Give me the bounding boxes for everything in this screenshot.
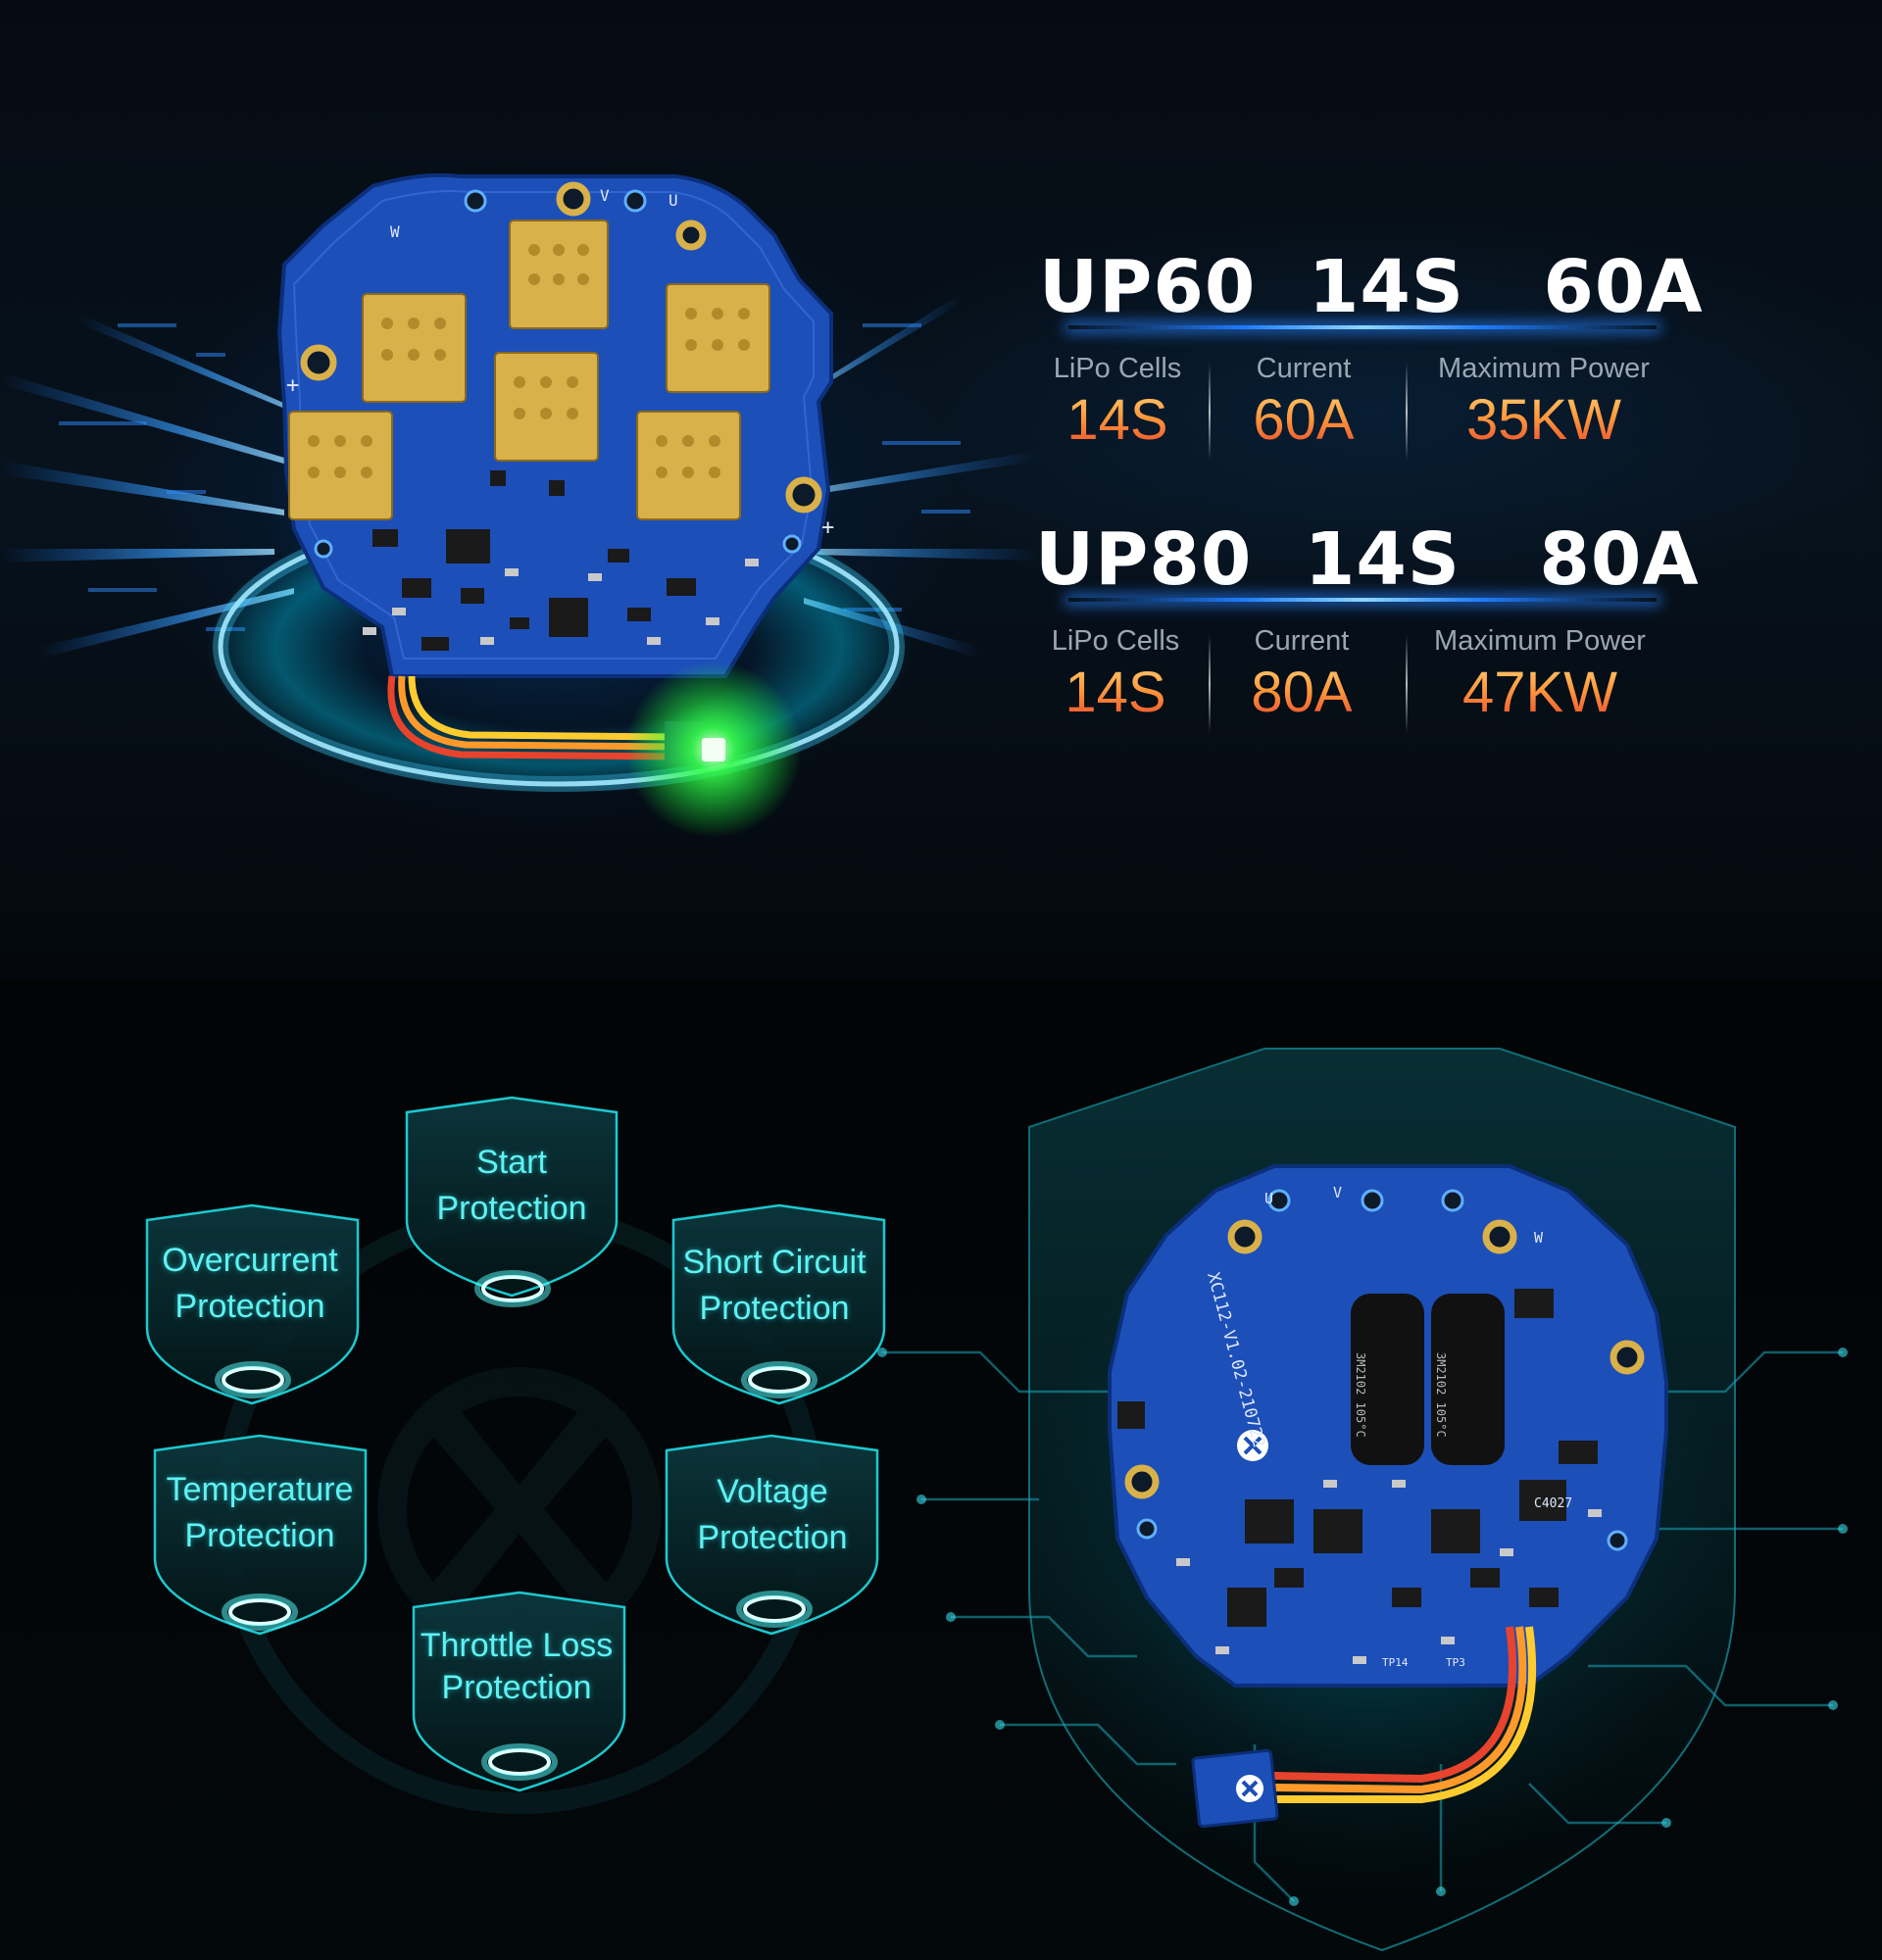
shield-voltage [665,1434,879,1636]
protection-line1: Voltage [717,1473,828,1510]
spec-value: 80A [1223,660,1380,725]
protection-voltage: Voltage Protection [665,1469,880,1561]
shield-start [405,1096,619,1298]
silkscreen-chip: C4027 [1534,1496,1572,1511]
protection-line1: Throttle Loss [420,1627,614,1664]
circuit-traces-decoration [882,1350,1843,1902]
spec-label: LiPo Cells [1051,625,1180,657]
esc-board-bottom-view: 3M2102 105°C 3M2102 105°C [1108,1164,1668,1829]
spec-block-up60: UP60 14S 60A LiPo Cells 14S Current 60A … [1039,245,1704,461]
protection-start: Start Protection [404,1140,619,1232]
protection-line1: Start [476,1144,547,1181]
shield-glow-rings [215,1270,817,1781]
silkscreen-v: V [1333,1184,1342,1201]
protection-line1: Temperature [166,1471,354,1508]
spec-label: Current [1256,353,1352,384]
title-underline-glow [1068,598,1657,602]
capacitor-label-1: 3M2102 105°C [1354,1352,1367,1438]
protection-line2: Protection [441,1669,592,1706]
protection-line2: Protection [699,1290,850,1327]
spec-divider [1209,635,1211,733]
spec-lipo-cells: LiPo Cells 14S [1037,625,1194,725]
spec-value: 14S [1039,387,1196,453]
shield-short-circuit [671,1203,886,1405]
spec-divider [1209,363,1211,461]
silkscreen-u: U [1264,1190,1273,1207]
spec-label: Current [1254,625,1350,657]
spec-maximum-power: Maximum Power 35KW [1421,353,1666,453]
silkscreen-plus-left: + [286,373,299,398]
spec-maximum-power: Maximum Power 47KW [1417,625,1662,725]
protection-short-circuit: Short Circuit Protection [667,1240,882,1332]
spec-section: W V U + + UP60 14S 60A Li [0,0,1882,980]
spec-label: Maximum Power [1438,353,1650,384]
spec-value: 60A [1225,387,1382,453]
protection-line2: Protection [174,1288,325,1325]
spec-label: Maximum Power [1434,625,1646,657]
silkscreen-plus-right: + [821,515,834,540]
protection-line2: Protection [697,1519,848,1556]
silkscreen-tp14: TP14 [1382,1656,1409,1669]
silkscreen-tp3: TP3 [1446,1656,1465,1669]
spec-label: LiPo Cells [1053,353,1182,384]
model-title: UP60 14S 60A [1039,245,1704,329]
silkscreen-w: W [1534,1229,1544,1247]
shield-temperature [153,1434,368,1636]
capacitor-label-2: 3M2102 105°C [1434,1352,1448,1438]
shield-overcurrent [145,1203,360,1405]
protection-overcurrent: Overcurrent Protection [142,1238,358,1330]
esc-board-top-view: W V U + + [276,172,834,838]
shield-throttle-loss [412,1591,626,1792]
spec-value: 47KW [1417,660,1662,725]
spec-current: Current 60A [1225,353,1382,453]
spec-value: 14S [1037,660,1194,725]
protection-throttle-loss: Throttle Loss Protection [409,1625,624,1709]
spec-block-up80: UP80 14S 80A LiPo Cells 14S Current 80A … [1035,517,1699,733]
light-streaks-decoration: W V U + + [0,172,1039,838]
protection-section: 3M2102 105°C 3M2102 105°C [0,980,1882,1960]
silkscreen-v: V [600,186,610,205]
spec-value: 35KW [1421,387,1666,453]
protection-graphics: 3M2102 105°C 3M2102 105°C [145,1048,1848,1952]
spec-current: Current 80A [1223,625,1380,725]
protection-line2: Protection [184,1517,335,1554]
protection-line1: Short Circuit [682,1244,867,1281]
title-underline-glow [1068,325,1657,329]
spec-divider [1406,363,1408,461]
protection-line1: Overcurrent [162,1242,338,1279]
protection-temperature: Temperature Protection [152,1467,368,1559]
protection-line2: Protection [436,1190,587,1227]
silkscreen-u: U [669,191,678,210]
spec-divider [1406,635,1408,733]
silkscreen-w: W [390,222,400,241]
model-title: UP80 14S 80A [1035,517,1700,602]
spec-lipo-cells: LiPo Cells 14S [1039,353,1196,453]
